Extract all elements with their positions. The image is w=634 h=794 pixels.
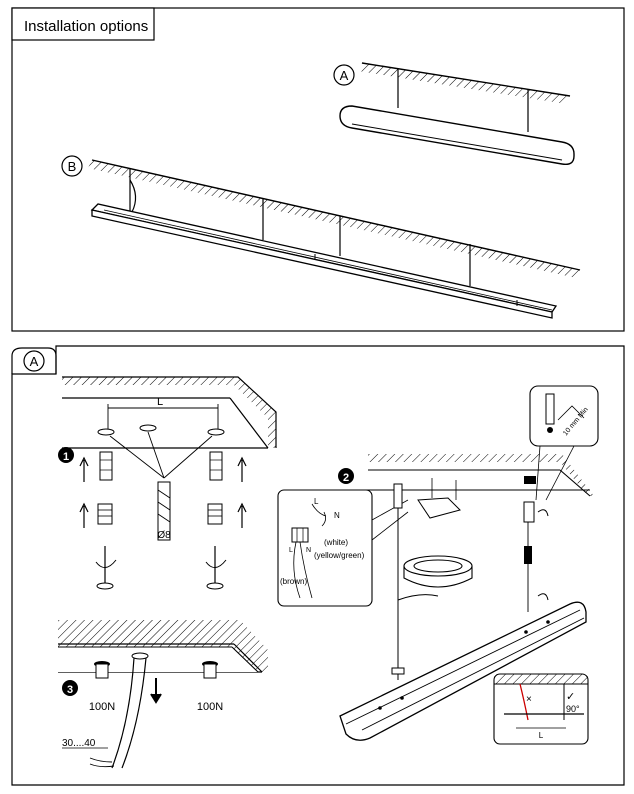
step-2-connection: 2 L N L N (white) (yellow/green) (brown) — [277, 385, 599, 745]
option-b-label: B — [68, 159, 77, 174]
drill-size-label: Ø8 — [157, 530, 171, 541]
section-a-marker: A — [30, 354, 39, 369]
wire-white-label: (white) — [324, 538, 348, 547]
force-right-label: 100N — [197, 701, 223, 713]
dimension-l-label: L — [157, 396, 163, 408]
step-3-badge: 3 — [67, 684, 73, 696]
wire-n-label: N — [334, 511, 340, 520]
option-a-label: A — [340, 68, 349, 83]
detail-l-label: L — [539, 731, 544, 740]
wire-l-label: L — [314, 497, 319, 506]
terminal-n-label: N — [306, 547, 311, 554]
panel-title: Installation options — [24, 18, 148, 35]
wire-brown-label: (brown) — [280, 577, 307, 586]
wrong-mark: × — [526, 694, 532, 705]
step-1-badge: 1 — [63, 451, 69, 463]
option-b-illustration: B — [61, 155, 581, 319]
wire-yellow-green-label: (yellow/green) — [314, 551, 365, 560]
ok-mark: ✓ — [566, 691, 575, 703]
strip-length-label: 30....40 — [62, 738, 96, 749]
step-2-badge: 2 — [343, 472, 349, 484]
top-panel: Installation options A B — [11, 7, 625, 332]
step-3-pull-test: 100N 100N 3 30....40 — [58, 620, 268, 769]
terminal-l-label: L — [289, 547, 293, 554]
angle-label: 90° — [566, 704, 580, 714]
step-1-drilling: L 1 Ø8 — [58, 376, 277, 590]
option-a-illustration: A — [333, 62, 575, 166]
force-left-label: 100N — [89, 701, 115, 713]
bottom-panel: A L 1 — [11, 345, 625, 786]
